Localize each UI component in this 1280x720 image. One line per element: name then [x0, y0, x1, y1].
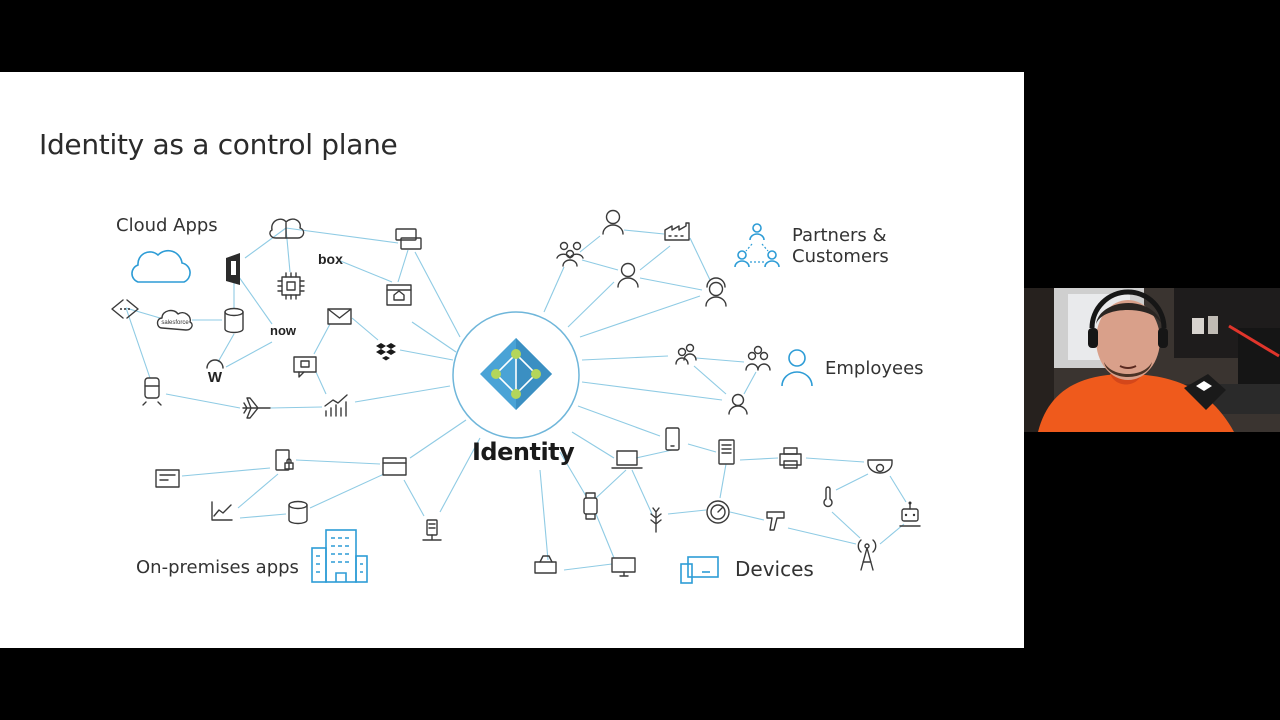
- factory-icon: [664, 222, 690, 241]
- smartwatch-icon: [583, 492, 598, 520]
- svg-text:salesforce: salesforce: [161, 320, 189, 326]
- train-icon: [142, 377, 162, 406]
- employees-group-icon: [745, 345, 771, 371]
- server-tower-icon: [422, 519, 442, 541]
- identity-hub: [452, 311, 580, 439]
- identity-label: Identity: [472, 438, 575, 466]
- laptop-icon: [611, 450, 643, 469]
- database-icon: [224, 307, 244, 334]
- chat-icon: [395, 228, 422, 250]
- cloud-apps-label: Cloud Apps: [116, 215, 218, 236]
- devices-icon: [680, 556, 719, 584]
- dropbox-icon: [376, 343, 396, 361]
- security-camera-icon: [867, 459, 893, 474]
- webcam-feed: [1024, 288, 1280, 432]
- group-icon: [556, 241, 584, 267]
- web-server-icon: [155, 469, 180, 488]
- identity-diagram: box salesforce now: [111, 209, 921, 584]
- employees-icon: [781, 349, 813, 387]
- printer-icon: [779, 447, 802, 469]
- person-icon-2: [617, 262, 639, 288]
- wheat-icon: [650, 507, 662, 533]
- employees-label: Employees: [825, 358, 924, 379]
- browser-home-icon: [386, 284, 412, 306]
- servicenow-logo: now: [270, 323, 297, 338]
- identity-icon: [480, 338, 552, 410]
- presentation-slide: Identity as a control plane: [0, 72, 1024, 648]
- partners-icon: [734, 223, 780, 268]
- salesforce-logo: salesforce: [156, 309, 193, 331]
- desktop-monitor-icon: [611, 557, 636, 577]
- scanner-gun-icon: [766, 511, 785, 531]
- gauge-icon: [706, 500, 730, 524]
- slide-title: Identity as a control plane: [39, 128, 398, 161]
- database-icon-2: [288, 500, 308, 525]
- chip-icon: [277, 272, 305, 300]
- code-icon: [111, 299, 139, 319]
- line-chart-icon: [211, 501, 233, 521]
- partners-customers-label: Partners & Customers: [792, 225, 889, 267]
- under-armour-logo: [1196, 381, 1212, 391]
- headset-person-icon: [705, 277, 727, 307]
- person-icon: [602, 209, 624, 235]
- building-icon: [311, 529, 368, 583]
- tablet-icon: [718, 439, 735, 465]
- svg-text:W: W: [208, 369, 223, 386]
- video-chat-icon: [293, 356, 317, 378]
- locked-device-icon: [275, 449, 294, 471]
- devices-label: Devices: [735, 557, 814, 581]
- connector-lines: [125, 227, 907, 571]
- presenter-webcam: [1024, 288, 1280, 432]
- phone-icon: [665, 427, 680, 451]
- workplace-w-logo: W: [206, 359, 224, 386]
- cloud-icon: [131, 249, 191, 283]
- analytics-icon: [324, 394, 348, 417]
- airplane-icon: [242, 397, 271, 419]
- antenna-icon: [857, 539, 877, 571]
- brain-icon: [269, 218, 305, 239]
- employee-person-icon: [728, 393, 748, 415]
- box-logo: box: [318, 251, 343, 267]
- on-premises-apps-label: On-premises apps: [136, 557, 299, 578]
- robot-icon: [899, 501, 921, 527]
- app-window-icon: [382, 457, 407, 476]
- office-icon: [226, 253, 240, 285]
- mail-icon: [327, 308, 352, 325]
- thermometer-icon: [823, 486, 833, 508]
- router-icon: [534, 555, 557, 574]
- employees-pair-icon: [675, 343, 697, 365]
